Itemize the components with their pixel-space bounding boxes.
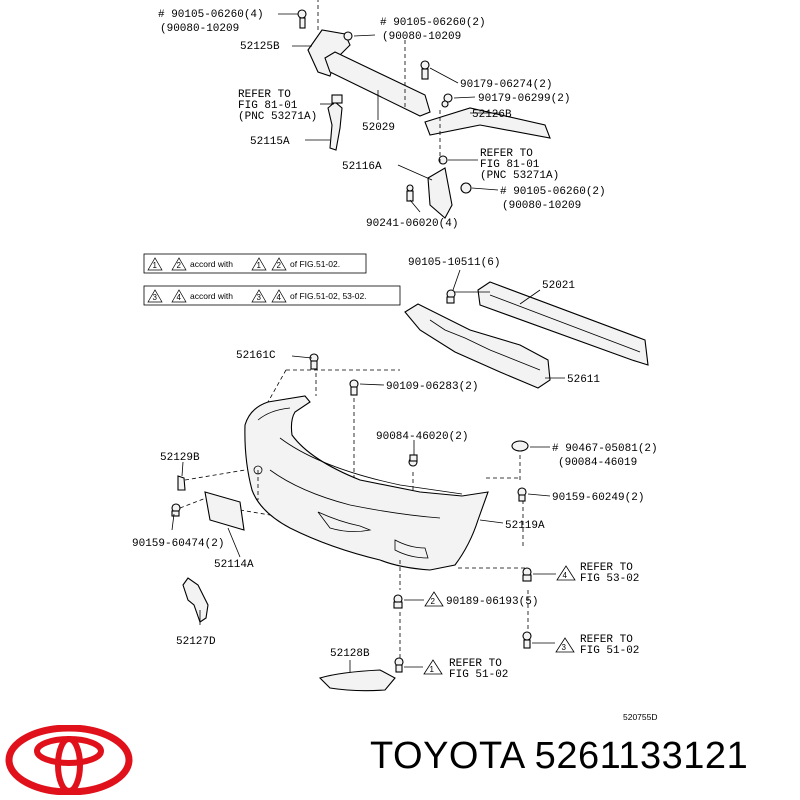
- triangle-label: 1: [430, 665, 435, 674]
- part-number-label: 90159-60474(2): [132, 538, 224, 550]
- part-number-label: 90179-06274(2): [460, 79, 552, 91]
- part-number-label: (90084-46019: [558, 457, 637, 469]
- part-number-label: 52116A: [342, 161, 382, 173]
- part-number-label: 90159-60249(2): [552, 492, 644, 504]
- triangle-label: 3: [153, 293, 158, 302]
- part-number-label: (90080-10209: [502, 200, 581, 212]
- part-number-label: 52611: [567, 374, 600, 386]
- triangle-label: 1: [257, 261, 262, 270]
- refer-label: FIG 81-01: [238, 100, 298, 112]
- part-number-label: 90241-06020(4): [366, 218, 458, 230]
- note-text: of FIG.51-02, 53-02.: [290, 291, 367, 301]
- part-number-label: 90084-46020(2): [376, 431, 468, 443]
- reinforcement-assembly: [404, 269, 649, 389]
- part-number-label: 52021: [542, 280, 575, 292]
- note-text: accord with: [190, 291, 233, 301]
- diagram-code: 520755D: [623, 712, 658, 722]
- refer-label: FIG 81-01: [480, 159, 540, 171]
- triangle-label: 1: [153, 261, 158, 270]
- triangle-label: 4: [277, 293, 282, 302]
- part-number-label: 52029: [362, 122, 395, 134]
- triangle-label: 2: [177, 261, 182, 270]
- part-number-label: (90080-10209: [382, 31, 461, 43]
- part-number-label: 52127D: [176, 636, 216, 648]
- refer-label: FIG 51-02: [449, 669, 508, 681]
- refer-label: REFER TO: [238, 89, 291, 101]
- bumper-cover: [171, 353, 551, 660]
- part-number-label: 52119A: [505, 520, 545, 532]
- part-number-label: (90080-10209: [160, 23, 239, 35]
- lower-parts: 4 2 3 1: [182, 565, 576, 692]
- part-number-label: 90179-06299(2): [478, 93, 570, 105]
- part-number-label: # 90105-06260(4): [158, 9, 264, 21]
- part-labels: # 90105-06260(4) (90080-10209 52125B # 9…: [132, 9, 658, 722]
- part-number-label: 90109-06283(2): [386, 381, 478, 393]
- part-number-label: 90105-10511(6): [408, 257, 500, 269]
- upper-bracket-assembly: [278, 0, 551, 219]
- part-number-label: 52128B: [330, 648, 370, 660]
- refer-label: FIG 53-02: [580, 573, 639, 585]
- triangle-label: 4: [563, 571, 568, 580]
- refer-label: REFER TO: [580, 562, 633, 574]
- triangle-label: 3: [562, 643, 567, 652]
- refer-label: REFER TO: [480, 148, 533, 160]
- part-number-label: 52161C: [236, 350, 276, 362]
- part-number-label: # 90105-06260(2): [380, 17, 486, 29]
- toyota-logo-icon: [5, 725, 133, 795]
- part-number-label: 90189-06193(5): [446, 596, 538, 608]
- part-number-label: # 90105-06260(2): [500, 186, 606, 198]
- brand-part-number: TOYOTA 5261133121: [370, 735, 749, 777]
- note-box-2: 3 4 accord with 3 4 of FIG.51-02, 53-02.: [143, 285, 401, 306]
- triangle-label: 4: [177, 293, 182, 302]
- part-number-label: 52125B: [240, 41, 280, 53]
- part-number-label: 52129B: [160, 452, 200, 464]
- refer-label: (PNC 53271A): [480, 170, 559, 182]
- part-number-label: # 90467-05081(2): [552, 443, 658, 455]
- triangle-label: 3: [257, 293, 262, 302]
- note-text: accord with: [190, 259, 233, 269]
- triangle-label: 2: [431, 597, 436, 606]
- refer-label: FIG 51-02: [580, 645, 639, 657]
- refer-label: REFER TO: [449, 658, 502, 670]
- part-number-label: 52126B: [472, 109, 512, 121]
- triangle-label: 2: [277, 261, 282, 270]
- refer-label: (PNC 53271A): [238, 111, 317, 123]
- note-text: of FIG.51-02.: [290, 259, 340, 269]
- refer-label: REFER TO: [580, 634, 633, 646]
- part-number-label: 52115A: [250, 136, 290, 148]
- note-box-1: 1 2 accord with 1 2 of FIG.51-02.: [143, 253, 367, 274]
- part-number-label: 52114A: [214, 559, 254, 571]
